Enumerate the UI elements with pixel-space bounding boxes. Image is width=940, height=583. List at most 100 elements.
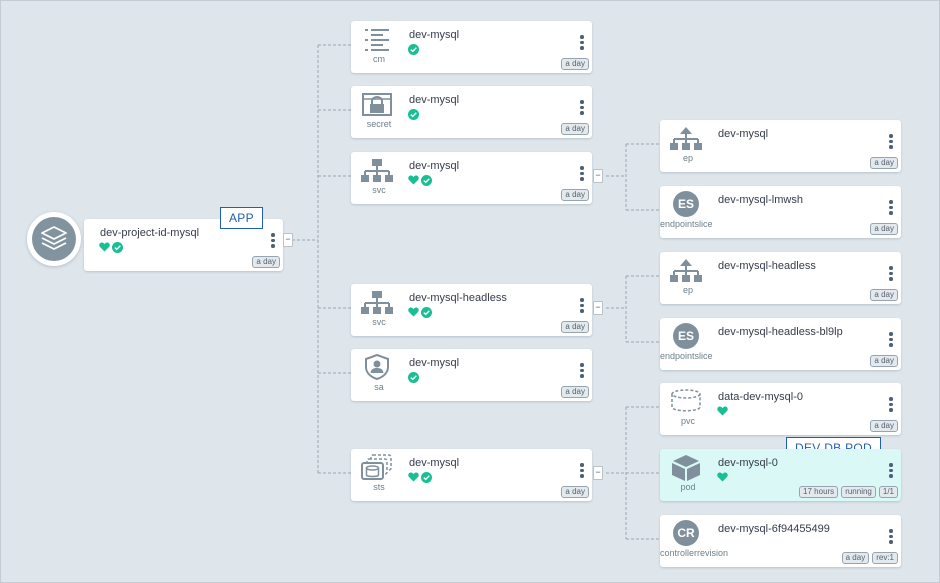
resource-tags: a day <box>561 486 589 498</box>
resource-tags: a day <box>870 223 898 235</box>
resource-menu-button[interactable] <box>578 298 586 316</box>
resource-status <box>408 471 432 483</box>
cr-icon: CR <box>673 520 699 546</box>
resource-menu-button[interactable] <box>887 266 895 284</box>
es-icon: ES <box>673 191 699 217</box>
info-tag: running <box>841 486 876 498</box>
pod-icon-wrap <box>668 454 704 481</box>
resource-menu-button[interactable] <box>578 166 586 184</box>
check-circle-icon <box>408 108 419 120</box>
resource-name: dev-mysql <box>409 94 460 106</box>
secret-icon <box>362 93 392 116</box>
configmap-icon <box>365 29 389 51</box>
resource-kind-label: svc <box>372 317 386 327</box>
resource-name: dev-mysql <box>409 457 460 469</box>
resource-menu-button[interactable] <box>578 363 586 381</box>
resource-kind-label: controllerrevision <box>660 548 729 558</box>
heart-icon <box>408 472 419 482</box>
app-name: dev-project-id-mysql <box>100 227 200 239</box>
resource-menu-button[interactable] <box>887 332 895 350</box>
app-tags: a day <box>252 256 280 268</box>
resource-tags: a day <box>561 123 589 135</box>
info-tag: a day <box>561 486 589 498</box>
resource-menu-button[interactable] <box>887 134 895 152</box>
resource-tags: a day <box>870 289 898 301</box>
info-tag: a day <box>870 157 898 169</box>
app-menu-button[interactable] <box>269 233 277 251</box>
ep-icon-wrap <box>668 257 704 283</box>
resource-tags: a day <box>870 355 898 367</box>
resource-menu-button[interactable] <box>578 35 586 53</box>
resource-name: data-dev-mysql-0 <box>718 391 803 403</box>
child-node-controllerrevision[interactable]: CR controllerrevision dev-mysql-6f94455499… <box>660 515 901 567</box>
info-tag: 1/1 <box>878 486 898 498</box>
resource-menu-button[interactable] <box>887 463 895 481</box>
resource-tags: a day <box>561 58 589 70</box>
resource-node-secret[interactable]: secret dev-mysql a day <box>351 86 592 138</box>
app-callout: APP <box>220 207 263 229</box>
resource-name: dev-mysql-lmwsh <box>718 194 803 206</box>
resource-name: dev-mysql-headless <box>718 260 816 272</box>
resource-name: dev-mysql <box>718 128 769 140</box>
heart-icon <box>99 242 110 252</box>
resource-node-svc[interactable]: svc dev-mysql-headless a day <box>351 284 592 336</box>
secret-icon-wrap <box>359 91 395 117</box>
resource-name: dev-mysql-headless <box>409 292 507 304</box>
check-circle-icon <box>112 241 123 253</box>
statefulset-icon <box>361 454 392 480</box>
resource-menu-button[interactable] <box>578 463 586 481</box>
info-tag: a day <box>561 386 589 398</box>
resource-tags: a day <box>561 321 589 333</box>
resource-collapse-toggle[interactable]: − <box>593 301 603 315</box>
heart-icon <box>717 472 728 482</box>
resource-menu-button[interactable] <box>578 100 586 118</box>
resource-name: dev-mysql-headless-bl9lp <box>718 326 843 338</box>
resource-status <box>408 43 419 55</box>
resource-kind-label: endpointslice <box>660 219 713 229</box>
resource-status <box>408 174 432 186</box>
resource-status <box>408 306 432 318</box>
svc-icon-wrap <box>359 157 395 183</box>
info-tag: 17 hours <box>799 486 839 498</box>
svc-icon-wrap <box>359 289 395 315</box>
resource-menu-button[interactable] <box>887 397 895 415</box>
info-tag: a day <box>870 289 898 301</box>
resource-name: dev-mysql-0 <box>718 457 778 469</box>
app-icon-circle[interactable] <box>27 212 81 266</box>
resource-menu-button[interactable] <box>887 200 895 218</box>
resource-status <box>408 108 419 120</box>
child-node-endpointslice[interactable]: ES endpointslice dev-mysql-lmwsh a day <box>660 186 901 238</box>
heart-icon <box>408 307 419 317</box>
info-tag: a day <box>870 355 898 367</box>
resource-menu-button[interactable] <box>887 529 895 547</box>
resource-name: dev-mysql <box>409 29 460 41</box>
check-circle-icon <box>421 471 432 483</box>
resource-collapse-toggle[interactable]: − <box>593 169 603 183</box>
resource-collapse-toggle[interactable]: − <box>593 466 603 480</box>
resource-kind-label: secret <box>366 119 392 129</box>
app-status <box>99 241 123 253</box>
resource-name: dev-mysql-6f94455499 <box>718 523 830 535</box>
info-tag: a day <box>870 420 898 432</box>
resource-status <box>717 405 728 417</box>
resource-tags: a day <box>870 420 898 432</box>
service-icon <box>361 159 393 182</box>
resource-kind-label: endpointslice <box>660 351 713 361</box>
info-tag: a day <box>870 223 898 235</box>
app-collapse-toggle[interactable]: − <box>283 233 293 247</box>
info-tag: a day <box>561 123 589 135</box>
check-circle-icon <box>421 174 432 186</box>
resource-kind-label: pod <box>680 482 696 492</box>
